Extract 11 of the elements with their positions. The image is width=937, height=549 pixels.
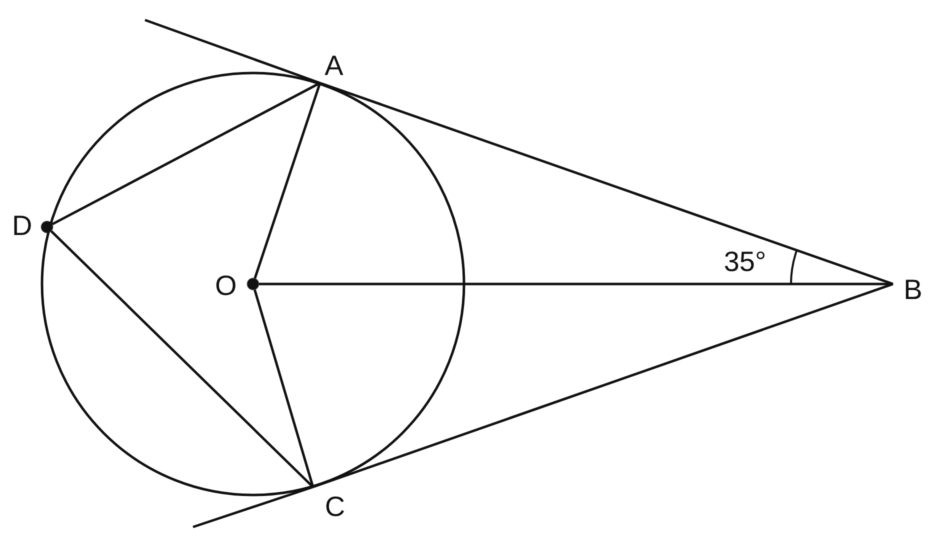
line-segment [50, 230, 314, 488]
point-label: A [324, 51, 344, 81]
line-segment [259, 282, 893, 286]
line-segment [254, 289, 314, 488]
line-segment [320, 82, 894, 286]
line-segment [254, 82, 322, 279]
line-segment [52, 82, 321, 226]
point-label: C [324, 492, 346, 522]
line-segment [312, 282, 894, 488]
point-label: B [904, 275, 922, 305]
angle-label: 35° [724, 247, 766, 277]
